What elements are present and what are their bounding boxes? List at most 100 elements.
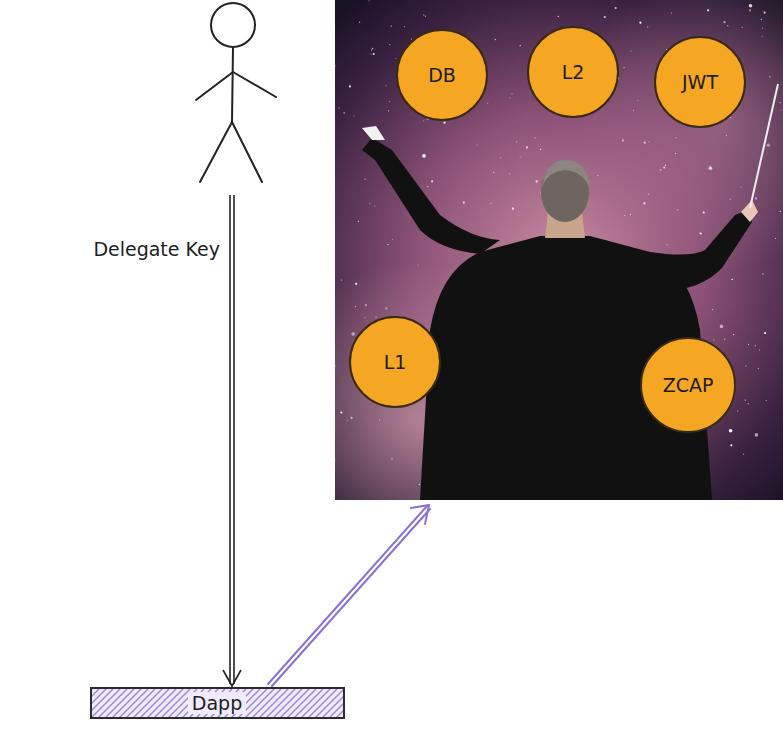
star [495,39,496,40]
star [630,214,631,215]
conductor-figure [362,84,778,500]
star [755,197,757,199]
star [340,411,342,413]
star [389,44,390,45]
star [730,117,731,118]
star [622,139,624,141]
star [370,54,371,55]
star [761,19,762,20]
star [392,239,393,240]
star [385,85,386,86]
star [665,165,666,166]
star [666,244,667,245]
star [624,67,625,68]
star [477,144,478,145]
star [624,215,625,216]
star [737,410,738,411]
node-label: JWT [682,71,718,93]
star [365,304,367,306]
star [671,12,672,13]
star [730,444,732,446]
star [630,51,631,52]
star [724,339,725,340]
star [644,142,646,144]
star [764,12,766,14]
star [729,429,733,433]
star [391,458,392,459]
star [351,332,355,336]
star [512,208,513,209]
node-label: Dapp [188,692,246,714]
star [389,101,390,102]
star [355,306,356,307]
star [431,180,433,182]
star [347,420,348,421]
star [749,9,751,11]
star [707,9,709,11]
star [358,221,359,222]
star [359,22,360,23]
star [335,366,336,367]
star [516,141,517,142]
star [509,173,510,174]
star [781,109,782,110]
star [745,365,746,366]
star [748,344,749,345]
tech-circle: JWT [654,36,746,128]
delegate-arrow [223,195,241,686]
star [500,157,501,158]
star [639,22,641,24]
tech-circle: L2 [527,26,619,118]
star [417,264,418,265]
star [374,205,375,206]
star [709,166,713,170]
tech-circle: DB [396,29,488,121]
space-picture [335,0,783,500]
star [755,433,759,437]
star [335,65,336,66]
dapp-arrow [268,505,430,686]
star [371,49,372,50]
star [540,149,541,150]
star [395,58,396,59]
star [512,208,514,210]
star [762,36,763,37]
star [775,238,776,239]
star [463,202,465,204]
star [364,317,365,318]
star [338,107,339,108]
star [349,85,351,87]
star [766,400,767,401]
star [385,307,387,309]
tech-circle: L1 [349,316,441,408]
node-label: L2 [562,61,585,83]
star [526,146,528,148]
star [379,420,380,421]
star [509,97,510,98]
node-label: ZCAP [663,374,714,396]
node-label: DB [428,64,456,86]
star [520,157,521,158]
star [423,120,424,121]
star [637,100,638,101]
star [700,232,702,234]
dapp-box: Dapp [90,687,345,719]
star [369,0,370,1]
star [490,203,491,204]
star [487,103,488,104]
star [369,203,370,204]
star [404,26,405,27]
star [493,172,494,173]
star [351,417,353,419]
star [762,273,763,274]
star [388,110,389,111]
star [659,169,661,171]
star [354,115,355,116]
star [373,53,375,55]
star [335,460,336,461]
star [675,137,676,138]
star [742,27,743,28]
star [344,112,345,113]
star [733,334,734,335]
star [769,76,770,77]
